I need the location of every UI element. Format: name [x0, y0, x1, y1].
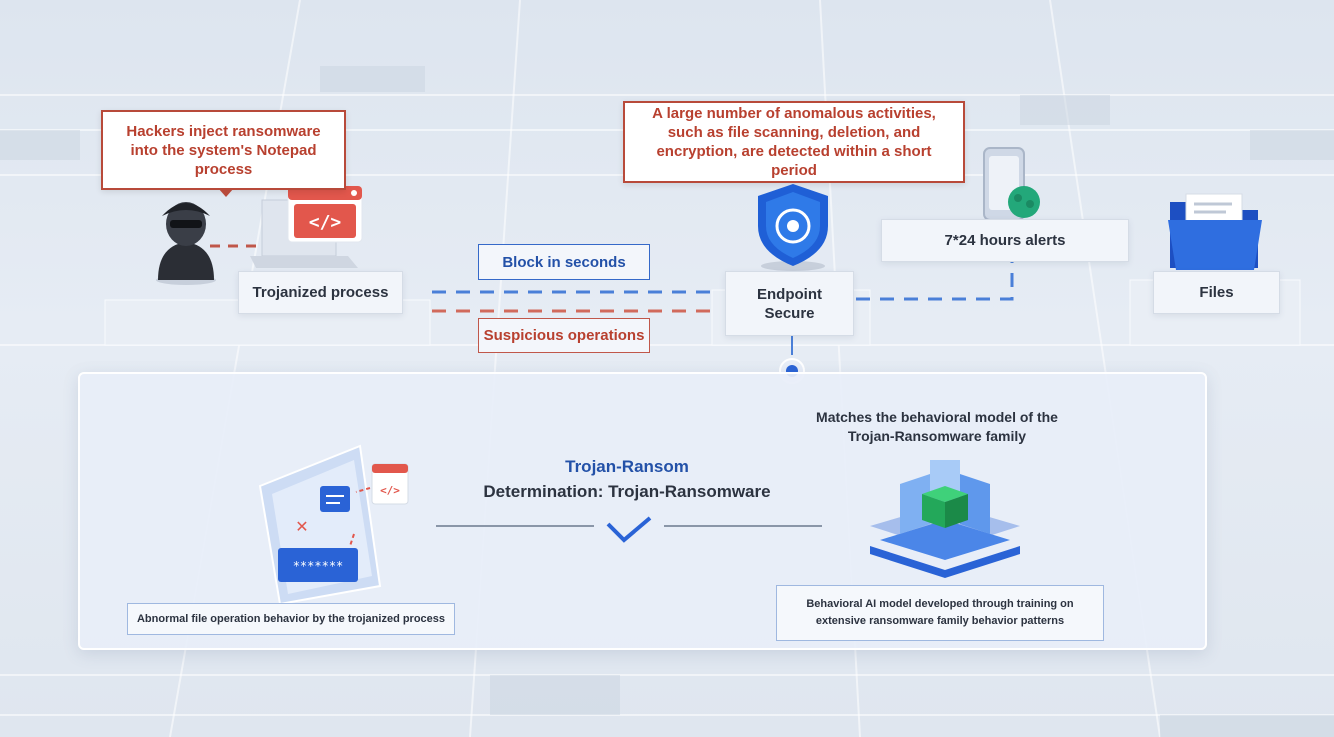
hacker-icon [156, 202, 216, 285]
determination-text: Determination: Trojan-Ransomware [483, 482, 771, 501]
inject-callout-pointer [218, 188, 234, 197]
suspicious-operations-label: Suspicious operations [478, 318, 650, 353]
files-node: Files [1153, 271, 1280, 314]
block-in-seconds-label: Block in seconds [478, 244, 650, 280]
check-divider [436, 525, 822, 527]
endpoint-secure-node: Endpoint Secure [725, 271, 854, 336]
document-icon: ******* </> ✕ [258, 444, 409, 606]
anomalous-callout: A large number of anomalous activities, … [623, 101, 965, 183]
ai-cube-icon [870, 460, 1020, 578]
ai-model-box: Behavioral AI model developed through tr… [776, 585, 1104, 641]
svg-text:*******: ******* [293, 559, 344, 573]
svg-text:</>: </> [380, 484, 400, 497]
trojanized-process-node: Trojanized process [238, 271, 403, 314]
phone-icon [983, 147, 1040, 221]
matches-model-text: Matches the behavioral model of the Troj… [816, 409, 1058, 444]
svg-text:✕: ✕ [295, 517, 308, 536]
trojan-ransom-title: Trojan-Ransom [565, 457, 689, 476]
check-icon [606, 516, 652, 543]
inject-callout: Hackers inject ransomware into the syste… [101, 110, 346, 190]
alerts-node: 7*24 hours alerts [881, 219, 1129, 262]
svg-text:</>: </> [309, 212, 342, 233]
determination-panel: ******* </> ✕ Abnormal file operation be… [78, 372, 1207, 650]
laptop-code-icon: </> [250, 185, 363, 268]
abnormal-behavior-box: Abnormal file operation behavior by the … [127, 603, 455, 635]
shield-icon [758, 184, 828, 271]
folder-icon [1168, 193, 1262, 270]
